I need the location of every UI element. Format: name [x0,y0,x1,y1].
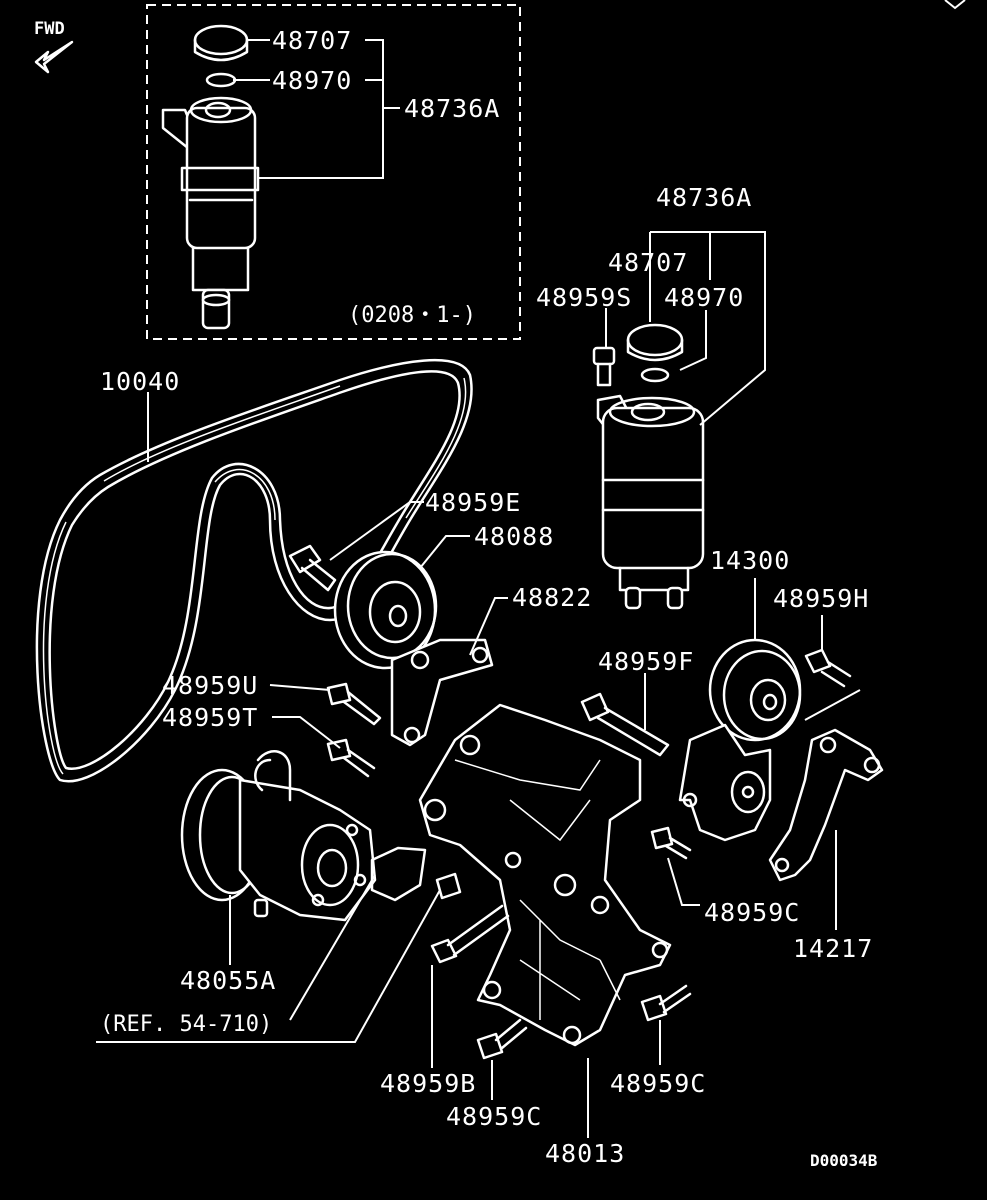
power-steering-pump-illustration [180,750,377,922]
part-label-14217[interactable]: 14217 [793,934,873,963]
part-label-48959c-right[interactable]: 48959C [704,898,800,927]
bolt-48959f-illustration [580,692,670,757]
inset-reservoir-illustration [161,24,260,330]
tensioner-bracket-illustration [768,728,884,882]
part-label-48959b[interactable]: 48959B [380,1069,476,1098]
fwd-arrow-icon [34,40,74,74]
main-bracket-illustration [418,703,672,1047]
fwd-indicator: FWD [34,19,74,74]
inset-note: (0208・1-) [348,303,476,328]
part-label-48959e[interactable]: 48959E [425,488,521,517]
bolt-48959c-right-illustration [650,826,692,860]
part-label-10040[interactable]: 10040 [100,367,180,396]
diagram-code: D00034B [810,1151,878,1170]
part-label-48959c-bottom-right[interactable]: 48959C [610,1069,706,1098]
part-label-48736a[interactable]: 48736A [656,183,752,212]
part-label-48013[interactable]: 48013 [545,1139,625,1168]
tensioner-illustration [678,638,802,842]
part-label-48959h[interactable]: 48959H [773,584,869,613]
inset-box: (0208・1-) 48707 48970 48736A [146,4,521,340]
part-label-48707-inset[interactable]: 48707 [272,26,352,55]
bolt-48959h-illustration [804,648,852,688]
part-label-48055a[interactable]: 48055A [180,966,276,995]
close-corner-icon [944,0,966,10]
part-label-14300[interactable]: 14300 [710,546,790,575]
part-label-48959c-bottom[interactable]: 48959C [446,1102,542,1131]
part-label-48736a-inset[interactable]: 48736A [404,94,500,123]
reservoir-illustration [592,323,705,610]
idler-bracket-illustration [390,638,494,747]
part-label-48959f[interactable]: 48959F [598,647,694,676]
part-label-48088[interactable]: 48088 [474,522,554,551]
gasket-illustration [370,846,427,902]
part-label-48959s[interactable]: 48959S [536,283,632,312]
fwd-label: FWD [34,19,65,39]
part-label-48822[interactable]: 48822 [512,583,592,612]
part-label-48959t[interactable]: 48959T [162,703,258,732]
bolt-48959b-illustration [430,872,510,964]
part-label-48707[interactable]: 48707 [608,248,688,277]
bolts-bottom-illustration [476,984,692,1060]
idler-pulley-illustration [288,544,438,670]
drive-belt-illustration [35,359,473,783]
part-label-48959u[interactable]: 48959U [162,671,258,700]
part-label-48970[interactable]: 48970 [664,283,744,312]
part-label-48970-inset[interactable]: 48970 [272,66,352,95]
bolts-left-illustration [326,682,382,778]
ref-label[interactable]: (REF. 54-710) [100,1012,272,1037]
